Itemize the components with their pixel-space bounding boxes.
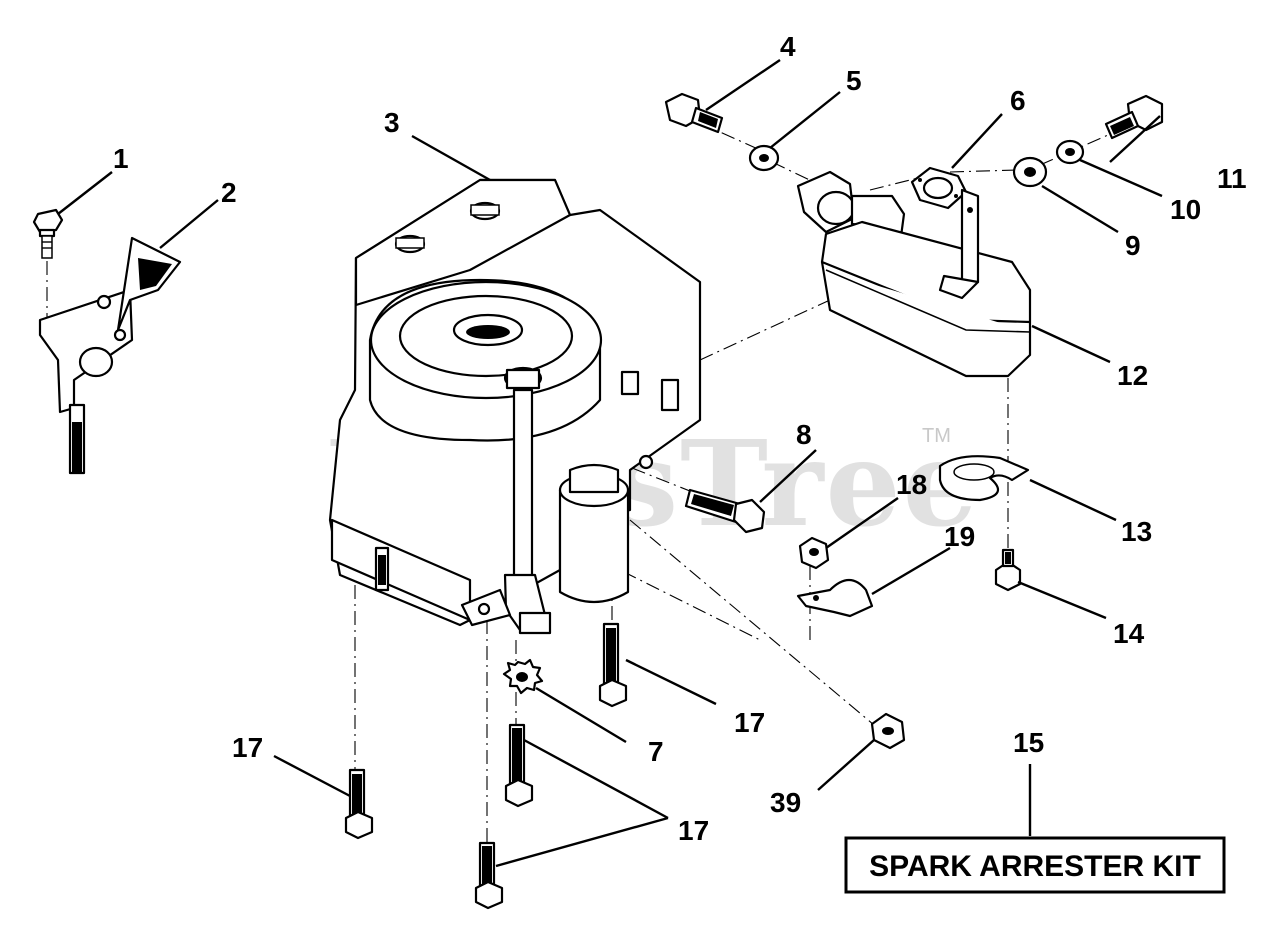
callout-7: 7 — [648, 736, 664, 767]
screw-part-14 — [994, 548, 1022, 592]
nut-part-39 — [870, 712, 906, 750]
washer-part-9 — [1012, 156, 1048, 188]
callout-15: 15 — [1013, 727, 1044, 758]
callout-13: 13 — [1121, 516, 1152, 547]
callout-18: 18 — [896, 469, 927, 500]
callout-1: 1 — [113, 143, 129, 174]
callout-5: 5 — [846, 65, 862, 96]
alignment-lines — [46, 121, 1109, 845]
bolt-part-17-c — [598, 622, 628, 708]
callout-8: 8 — [796, 419, 812, 450]
bolt-part-8 — [684, 488, 766, 534]
callout-4: 4 — [780, 31, 796, 62]
callout-19: 19 — [944, 521, 975, 552]
spark-arrester-kit-box: SPARK ARRESTER KIT — [844, 836, 1226, 894]
muffler-part-12 — [820, 188, 1032, 378]
washer-part-5 — [748, 144, 780, 172]
callout-11: 11 — [1217, 163, 1247, 194]
lockwasher-part-10 — [1055, 139, 1085, 165]
bolt-part-11 — [1104, 94, 1164, 140]
bolt-part-17-d — [474, 841, 504, 910]
clamp-part-19 — [796, 578, 874, 618]
callout-9: 9 — [1125, 230, 1141, 261]
spark-arrester-screen-part-13 — [938, 455, 1030, 502]
callout-12: 12 — [1117, 360, 1148, 391]
callout-2: 2 — [221, 177, 237, 208]
spark-arrester-kit-label: SPARK ARRESTER KIT — [869, 850, 1201, 883]
callout-10: 10 — [1170, 194, 1201, 225]
leader-lines — [57, 59, 1163, 868]
callout-17-left: 17 — [232, 732, 263, 763]
callout-39: 39 — [770, 787, 801, 818]
callout-17-bottom: 17 — [678, 815, 709, 846]
gasket-part-6 — [910, 166, 968, 210]
bolt-part-17-a — [344, 768, 374, 840]
engine-part-3 — [328, 178, 702, 635]
bolt-part-1 — [32, 208, 64, 259]
nut-part-18 — [798, 536, 830, 570]
throttle-lever-part-2 — [38, 236, 182, 475]
bolt-part-4 — [664, 92, 724, 134]
bolt-part-17-b — [504, 723, 534, 808]
star-washer-part-7 — [502, 658, 544, 695]
callout-14: 14 — [1113, 618, 1145, 649]
callout-3: 3 — [384, 107, 400, 138]
watermark-trademark: TM — [922, 425, 951, 447]
callout-17-center: 17 — [734, 707, 765, 738]
callout-6: 6 — [1010, 85, 1026, 116]
